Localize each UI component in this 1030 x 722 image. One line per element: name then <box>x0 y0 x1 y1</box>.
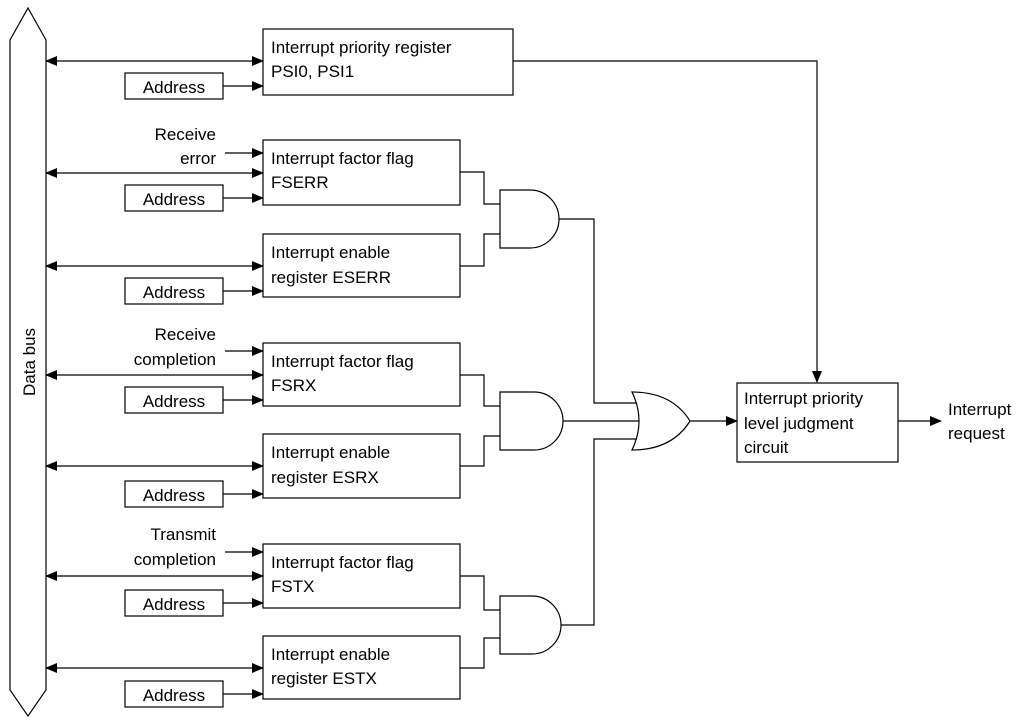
source-label-line1: Receive <box>155 125 216 144</box>
address-label: Address <box>143 595 205 614</box>
enable-to-and-wire <box>460 435 500 467</box>
address-label: Address <box>143 78 205 97</box>
judgment-circuit: Interrupt priority level judgment circui… <box>736 382 942 463</box>
enable-register-line2: register ESERR <box>271 268 391 287</box>
address-label: Address <box>143 283 205 302</box>
output-label-line1: Interrupt <box>948 400 1012 419</box>
output-label-line2: request <box>948 424 1005 443</box>
priority-register: Interrupt priority register PSI0, PSI1 A… <box>45 28 822 383</box>
enable-register-line2: register ESTX <box>271 669 377 688</box>
factor-flag-line2: FSERR <box>271 173 329 192</box>
data-bus: Data bus <box>9 6 47 718</box>
and-gate <box>499 595 562 655</box>
address-label: Address <box>143 190 205 209</box>
source-label-line1: Transmit <box>151 525 217 544</box>
judgment-line1: Interrupt priority <box>744 389 864 408</box>
enable-register-line2: register ESRX <box>271 468 379 487</box>
enable-to-and-wire <box>460 233 500 267</box>
address-box <box>124 589 224 617</box>
factor-flag-box <box>262 342 461 407</box>
priority-register-line1: Interrupt priority register <box>271 38 452 57</box>
source-label-line2: error <box>180 149 216 168</box>
and-gate <box>499 391 564 451</box>
address-box <box>124 184 224 212</box>
factor-flag-line1: Interrupt factor flag <box>271 352 414 371</box>
enable-register-line1: Interrupt enable <box>271 443 390 462</box>
enable-register-line1: Interrupt enable <box>271 243 390 262</box>
factor-flag-box <box>262 543 461 609</box>
and-gate <box>499 189 560 249</box>
address-box <box>124 72 224 100</box>
address-label: Address <box>143 686 205 705</box>
and-to-or-wire <box>561 438 642 626</box>
priority-to-judgment-wire <box>513 60 822 383</box>
and-to-or-wire <box>559 218 642 404</box>
address-box <box>124 277 224 305</box>
factor-flag-line1: Interrupt factor flag <box>271 553 414 572</box>
flag-to-and-wire <box>460 374 500 407</box>
source-label-line1: Receive <box>155 325 216 344</box>
flag-to-and-wire <box>460 575 500 611</box>
source-label-line2: completion <box>134 550 216 569</box>
priority-register-line2: PSI0, PSI1 <box>271 62 354 81</box>
address-box <box>124 386 224 414</box>
judgment-line3: circuit <box>744 438 789 457</box>
enable-register-box <box>262 433 461 499</box>
factor-flag-line2: FSRX <box>271 376 316 395</box>
enable-register-line1: Interrupt enable <box>271 645 390 664</box>
group-receive-error: Receive error Interrupt factor flag FSER… <box>45 125 642 404</box>
factor-flag-line2: FSTX <box>271 577 314 596</box>
factor-flag-line1: Interrupt factor flag <box>271 149 414 168</box>
judgment-line2: level judgment <box>744 414 854 433</box>
group-transmit-completion: Transmit completion Interrupt factor fla… <box>45 438 642 708</box>
address-label: Address <box>143 392 205 411</box>
flag-to-and-wire <box>460 171 500 205</box>
source-label-line2: completion <box>134 350 216 369</box>
enable-register-box <box>262 233 461 298</box>
address-label: Address <box>143 486 205 505</box>
data-bus-label: Data bus <box>20 328 39 396</box>
address-box <box>124 480 224 508</box>
or-gate <box>631 391 738 451</box>
group-receive-completion: Receive completion Interrupt factor flag… <box>45 325 642 508</box>
enable-to-and-wire <box>460 637 500 669</box>
